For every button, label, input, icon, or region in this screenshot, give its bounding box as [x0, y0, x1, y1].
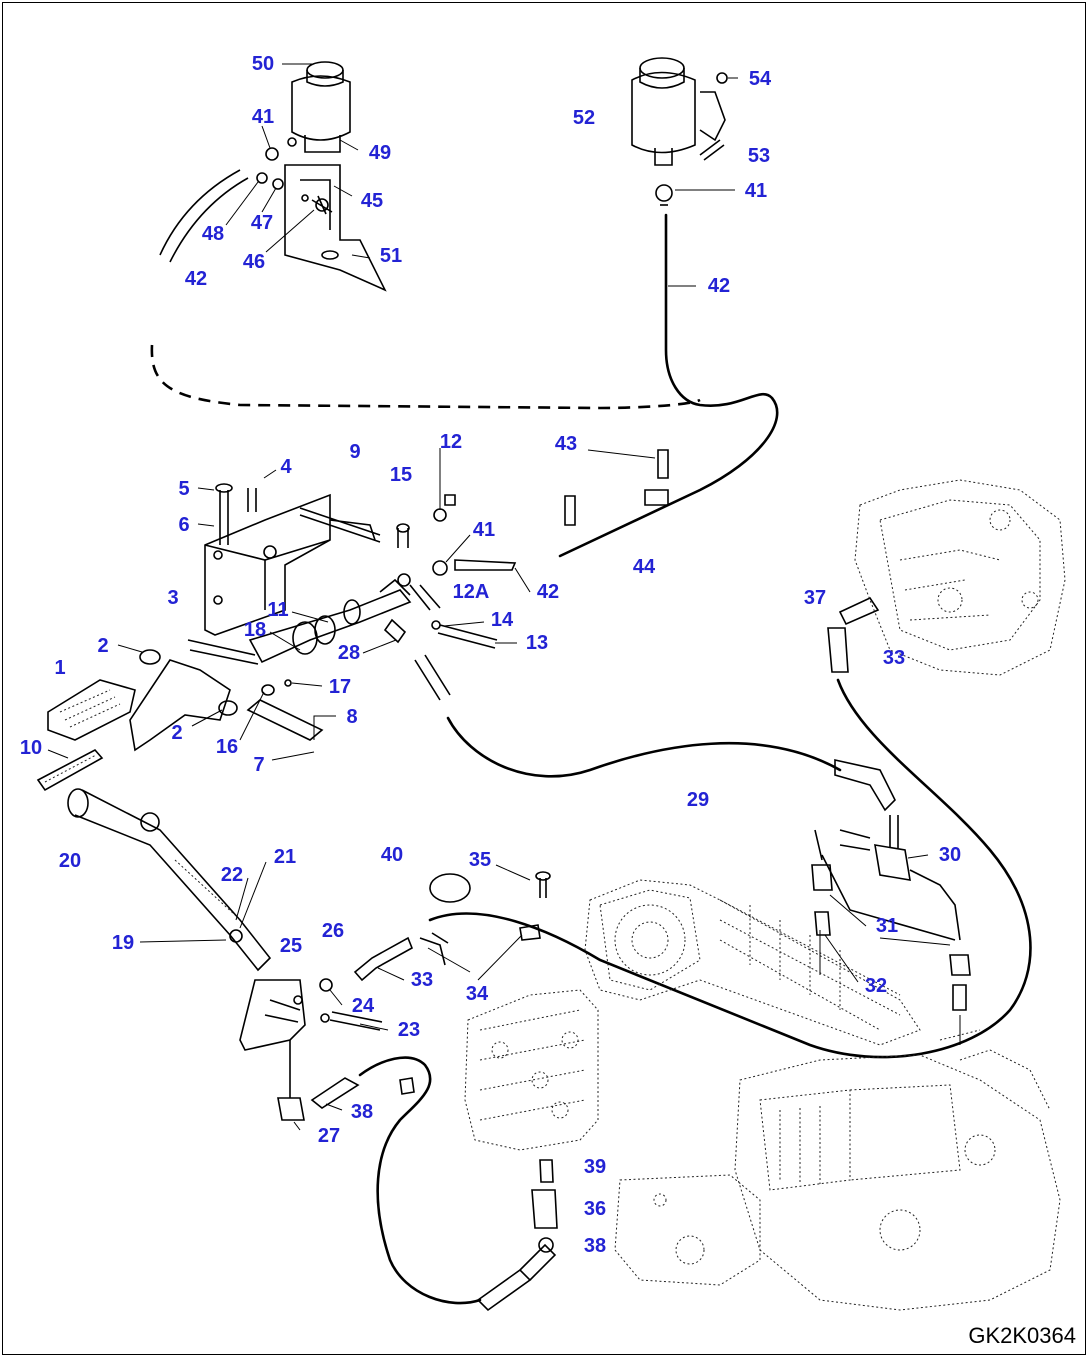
hose-42-right [558, 213, 779, 558]
callout-32: 32 [865, 975, 887, 997]
pump-assembly-ghost [614, 1029, 1061, 1311]
callout-19: 19 [112, 932, 134, 954]
callout-28: 28 [338, 642, 360, 664]
pedal-arm [129, 639, 324, 752]
bolt-35 [535, 871, 551, 898]
callout-33: 33 [883, 647, 905, 669]
fitting-set-left-tank [256, 147, 333, 215]
callout-48: 48 [202, 223, 224, 245]
callout-25: 25 [280, 935, 302, 957]
callout-9: 9 [349, 441, 360, 463]
hose-29 [414, 654, 896, 812]
tee-fitting-30 [811, 815, 971, 1011]
fittings-23-24 [319, 978, 383, 1031]
callout-49: 49 [369, 142, 391, 164]
hose-37 [428, 596, 1032, 1059]
callout-10: 10 [20, 737, 42, 759]
callout-30: 30 [939, 844, 961, 866]
hose-33-short [353, 932, 449, 982]
callout-38: 38 [584, 1235, 606, 1257]
leader-lines [47, 63, 961, 1131]
callout-20: 20 [59, 850, 81, 872]
callout-42: 42 [537, 581, 559, 603]
hose-38 [310, 1056, 557, 1312]
callout-41: 41 [252, 106, 274, 128]
callout-41: 41 [473, 519, 495, 541]
axle-housing-ghost [584, 879, 921, 1046]
brake-valve-block [204, 483, 381, 636]
callout-35: 35 [469, 849, 491, 871]
callout-11: 11 [267, 599, 288, 621]
callout-27: 27 [318, 1125, 340, 1147]
hose-42-left [159, 169, 249, 263]
callout-17: 17 [329, 676, 351, 698]
callout-39: 39 [584, 1156, 606, 1178]
bracket-51 [284, 164, 387, 292]
callout-52: 52 [573, 107, 595, 129]
callout-37: 37 [804, 587, 826, 609]
brake-pedal-pad-1 [47, 679, 136, 741]
callout-3: 3 [167, 587, 178, 609]
callout-33: 33 [411, 969, 433, 991]
callout-23: 23 [398, 1019, 420, 1041]
pedal-cover-10 [36, 748, 104, 792]
callout-2: 2 [171, 722, 182, 744]
callout-26: 26 [322, 920, 344, 942]
callout-51: 51 [380, 245, 402, 267]
callout-50: 50 [252, 53, 274, 75]
callout-38: 38 [351, 1101, 373, 1123]
parking-brake-lever [67, 788, 272, 972]
fittings-36-39 [531, 1159, 558, 1229]
bolt-group-12-15 [383, 494, 498, 649]
hose-clamp-40 [429, 873, 471, 903]
callout-53: 53 [748, 145, 770, 167]
control-valve-ghost [464, 989, 599, 1151]
clip-34 [399, 924, 541, 1095]
callout-1: 1 [54, 657, 65, 679]
callout-2: 2 [97, 635, 108, 657]
callout-21: 21 [274, 846, 296, 868]
dashed-hose-route [150, 344, 701, 410]
callout-45: 45 [361, 190, 383, 212]
callout-29: 29 [687, 789, 709, 811]
reservoir-tank-52 [631, 57, 728, 166]
callout-42: 42 [185, 268, 207, 290]
fitting-41-right [655, 184, 673, 202]
callout-13: 13 [526, 632, 548, 654]
callout-22: 22 [221, 864, 243, 886]
callout-15: 15 [390, 464, 412, 486]
callout-47: 47 [251, 212, 273, 234]
callout-16: 16 [216, 736, 238, 758]
callout-24: 24 [352, 995, 375, 1017]
callout-34: 34 [466, 983, 489, 1005]
drawing-code: GK2K0364 [968, 1323, 1076, 1348]
callout-54: 54 [749, 68, 772, 90]
callout-12a: 12A [453, 581, 490, 603]
hose-12A [454, 559, 517, 571]
callout-43: 43 [555, 433, 577, 455]
callout-12: 12 [440, 431, 462, 453]
callout-42: 42 [708, 275, 730, 297]
callout-46: 46 [243, 251, 265, 273]
clamp-43 [564, 449, 669, 526]
callout-41: 41 [745, 180, 767, 202]
callout-36: 36 [584, 1198, 606, 1220]
callout-14: 14 [491, 609, 514, 631]
callout-44: 44 [633, 556, 656, 578]
transmission-assembly-ghost [854, 479, 1066, 676]
master-cylinder-11 [248, 523, 412, 664]
parking-bracket-25 [239, 979, 306, 1121]
callout-6: 6 [178, 514, 189, 536]
callout-4: 4 [280, 456, 292, 478]
callout-18: 18 [244, 619, 266, 641]
callout-7: 7 [253, 754, 264, 776]
callout-40: 40 [381, 844, 403, 866]
callout-8: 8 [346, 706, 357, 728]
callout-31: 31 [876, 915, 898, 937]
callout-5: 5 [178, 478, 189, 500]
reservoir-tank-50 [287, 61, 351, 153]
